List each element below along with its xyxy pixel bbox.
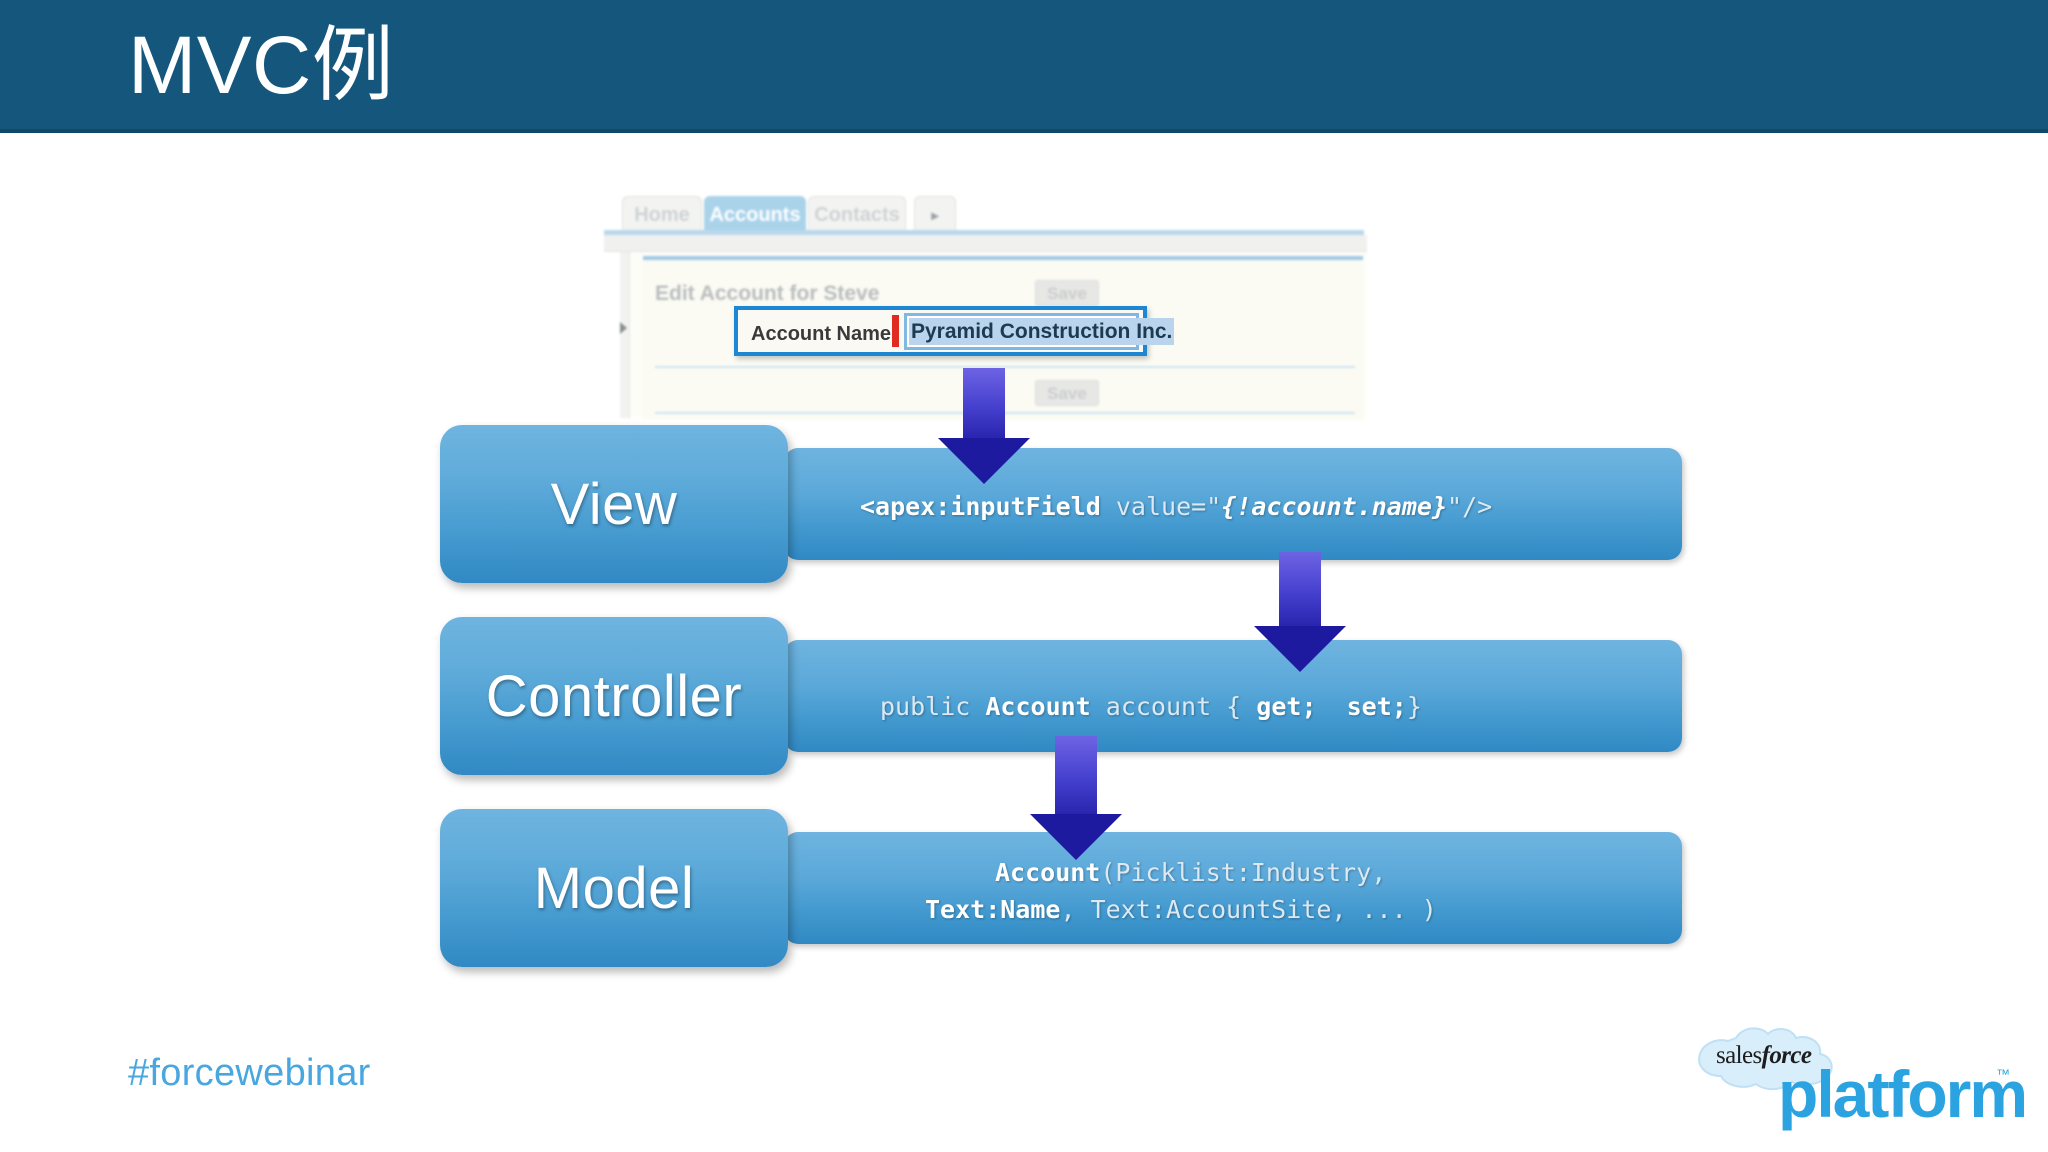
controller-code-getter: get; [1256,692,1317,721]
model-code-bar [784,832,1682,944]
view-code-attr: value=" [1115,492,1222,521]
controller-code-type: Account [985,692,1091,721]
controller-code-setter: set; [1346,692,1407,721]
hashtag-label: #forcewebinar [128,1052,371,1094]
controller-code-varname: account { [1090,692,1257,721]
controller-code-text: public Account account { get; set;} [880,692,1422,721]
slide-header [0,0,2048,131]
model-code-text-line2: Text:Name, Text:AccountSite, ... ) [925,895,1437,924]
field-rule-bottom [655,412,1355,414]
model-code-text-line1: Account(Picklist:Industry, [995,858,1386,887]
controller-code-gap [1317,692,1347,721]
panel-heading: Edit Account for Steve [655,282,880,305]
model-code-object: Account [995,858,1101,887]
browser-tab-accounts[interactable]: Accounts [704,196,806,232]
browser-tab-strip: Home Accounts Contacts ▸ [592,196,1367,232]
controller-code-modifier: public [880,692,986,721]
mvc-pill-view-label: View [550,471,678,537]
page-chrome-strip [604,235,1367,252]
view-code-tag: <apex:inputField [860,492,1116,521]
salesforce-wordmark: salesforce [1716,1042,1812,1069]
mvc-pill-controller: Controller [440,617,788,775]
account-name-input[interactable]: Pyramid Construction Inc. [904,313,1175,350]
arrow-head [1030,814,1122,860]
browser-tab-contacts[interactable]: Contacts [808,196,906,232]
controller-code-brace: } [1406,692,1422,721]
field-rule-top [655,366,1355,368]
trademark-symbol: ™ [1996,1066,2010,1082]
platform-wordmark: platform [1778,1057,2028,1131]
sidebar-rail [620,252,630,418]
header-accent-rule [0,129,2048,133]
mvc-pill-model: Model [440,809,788,967]
mvc-pill-view: View [440,425,788,583]
account-name-label: Account Name [751,323,892,345]
save-button-top[interactable]: Save [1035,280,1099,306]
required-field-marker [892,315,899,347]
browser-tab-home[interactable]: Home [622,196,702,232]
salesforce-platform-logo: salesforce platform ™ [1690,1022,2028,1131]
mvc-pill-model-label: Model [533,855,695,921]
save-button-bottom[interactable]: Save [1035,380,1099,406]
arrow-shaft [1279,552,1321,626]
account-name-field-highlight: Account Name Pyramid Construction Inc. [734,306,1175,356]
page-title: MVC例 [128,20,395,111]
view-code-close: "/> [1447,492,1493,521]
view-code-bar [784,448,1682,560]
arrow-head [938,438,1030,484]
browser-tab-more-icon[interactable]: ▸ [914,196,956,232]
model-code-fields-1: (Picklist:Industry, [1100,858,1387,887]
view-code-merge-field: {!account.name} [1221,492,1448,521]
tab-strip-underline [604,230,1364,235]
caret-right-icon[interactable] [620,322,627,334]
cloud-icon [1698,1027,1833,1090]
view-code-text: <apex:inputField value="{!account.name}"… [860,492,1492,521]
controller-code-bar [784,640,1682,752]
model-code-fields-2: , Text:AccountSite, ... ) [1060,895,1437,924]
arrow-shaft [963,368,1005,438]
arrow-shaft [1055,736,1097,814]
mvc-pill-controller-label: Controller [485,663,743,729]
account-name-input-value: Pyramid Construction Inc. [909,318,1175,345]
arrow-head [1254,626,1346,672]
model-code-name-field: Text:Name [925,895,1061,924]
